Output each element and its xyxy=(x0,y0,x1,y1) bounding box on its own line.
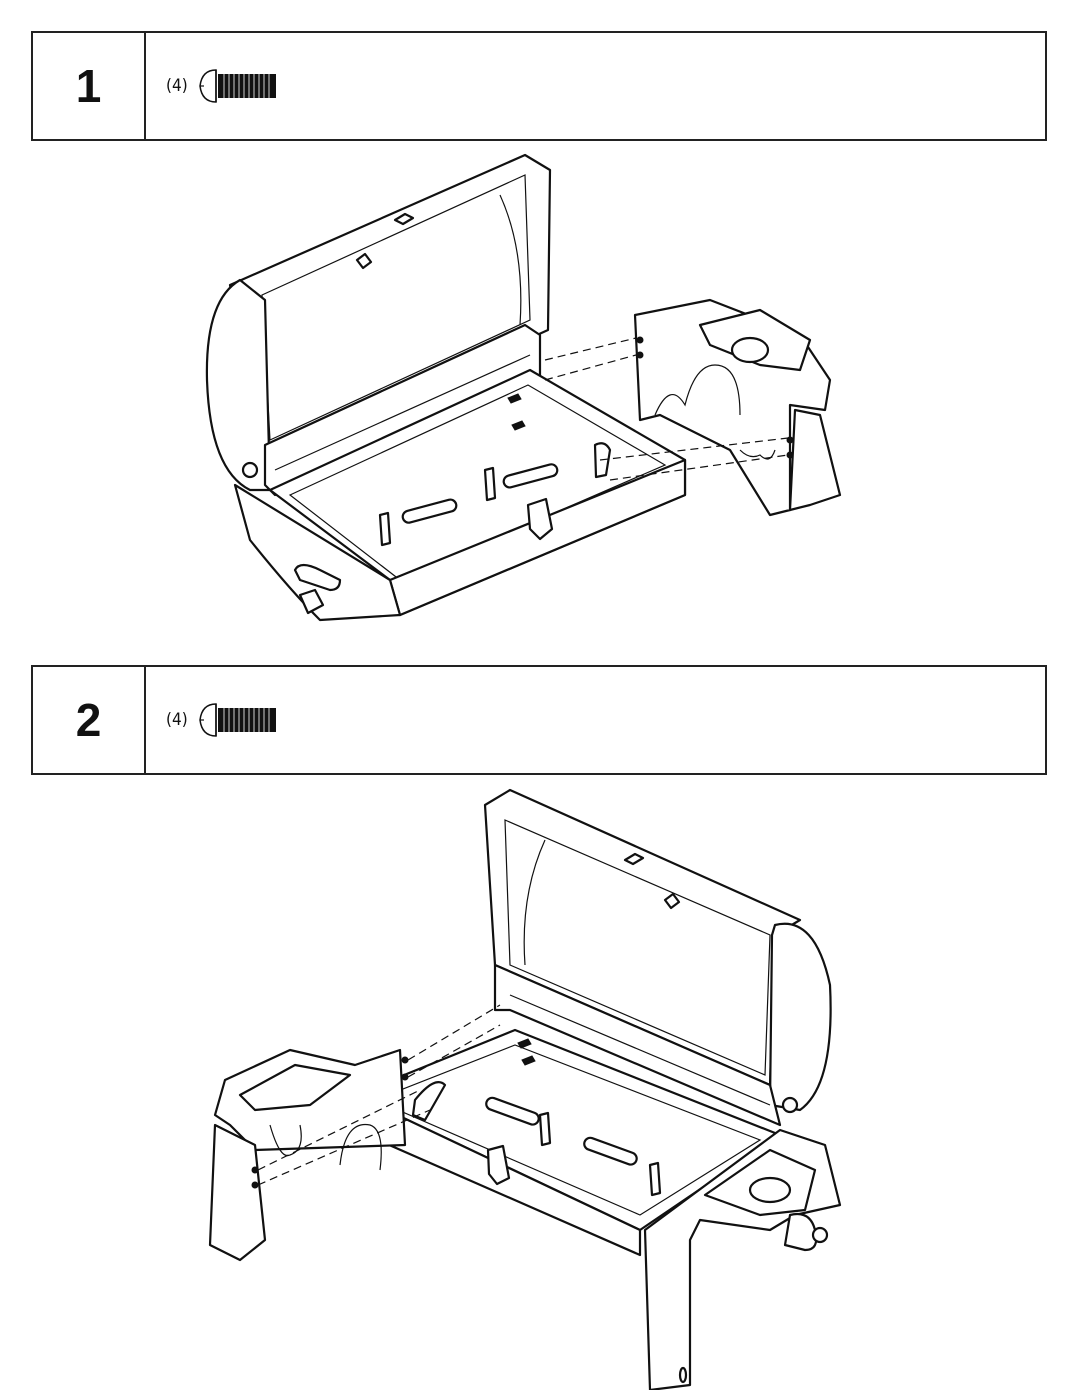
part-quantity: (4) xyxy=(166,76,188,96)
parts-list: (4) xyxy=(146,33,1045,139)
step-number: 1 xyxy=(33,33,146,139)
step-1-illustration xyxy=(205,153,842,622)
step-number: 2 xyxy=(33,667,146,773)
parts-list: (4) xyxy=(146,667,1045,773)
screw-icon xyxy=(198,69,276,103)
screw-icon xyxy=(198,703,276,737)
step-1-header: 1 (4) xyxy=(31,31,1047,141)
step-2-illustration xyxy=(208,788,842,1390)
part-quantity: (4) xyxy=(166,710,188,730)
step-2-header: 2 (4) xyxy=(31,665,1047,775)
